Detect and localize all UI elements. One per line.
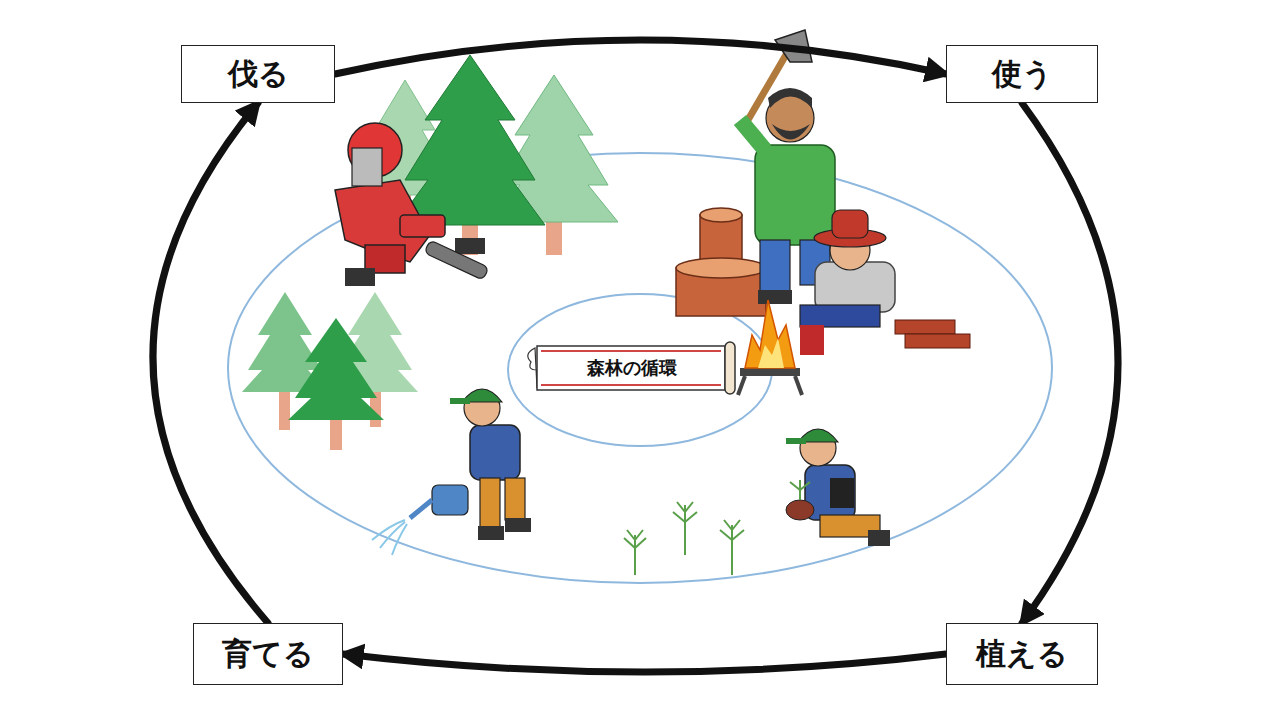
stage-label: 育てる bbox=[222, 636, 314, 672]
stage-label: 植える bbox=[976, 636, 1068, 672]
outer-ring bbox=[228, 153, 1052, 583]
inner-ring bbox=[508, 294, 772, 446]
scroll-banner: 森林の循環 bbox=[525, 340, 739, 396]
cycle-arrow bbox=[335, 40, 946, 74]
stage-box: 伐る bbox=[181, 45, 335, 103]
watering-worker bbox=[372, 389, 531, 555]
chainsaw-worker bbox=[335, 123, 489, 286]
banner-title: 森林の循環 bbox=[587, 357, 677, 379]
planting-worker bbox=[786, 429, 890, 546]
cycle-arrow bbox=[1022, 103, 1118, 623]
pine-trees-left bbox=[242, 292, 418, 450]
tree-stumps bbox=[676, 208, 766, 316]
campfire-worker bbox=[738, 210, 970, 395]
cycle-arrow bbox=[153, 103, 268, 623]
seedlings bbox=[624, 502, 744, 575]
stage-label: 伐る bbox=[228, 56, 289, 92]
stage-box: 植える bbox=[946, 623, 1098, 685]
stage-box: 育てる bbox=[193, 623, 343, 685]
stage-box: 使う bbox=[946, 45, 1098, 103]
stage-label: 使う bbox=[992, 56, 1053, 92]
cycle-arrow bbox=[343, 654, 946, 672]
